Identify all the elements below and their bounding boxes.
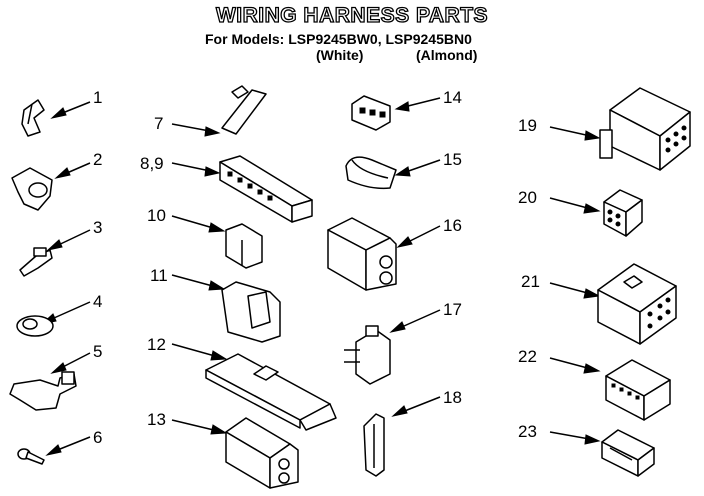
callout-13: 13: [147, 410, 166, 429]
part-8-9-block: [219, 155, 313, 223]
callout-8-9: 8,9: [140, 154, 164, 173]
part-16-connector: [327, 217, 397, 291]
callout-14: 14: [443, 88, 462, 107]
part-4-ring: [16, 315, 54, 337]
callout-20: 20: [518, 188, 537, 207]
callout-5: 5: [93, 342, 103, 361]
part-23-plug: [601, 429, 655, 477]
part-18-clip: [363, 413, 385, 477]
callout-10: 10: [147, 206, 166, 225]
callout-11: 11: [150, 266, 168, 285]
callout-23: 23: [518, 422, 537, 441]
callout-17: 17: [443, 300, 462, 319]
color-almond-label: (Almond): [416, 47, 478, 63]
callout-18: 18: [443, 388, 462, 407]
callout-4: 4: [93, 292, 103, 311]
part-7-housing: [221, 85, 267, 135]
callout-3: 3: [93, 218, 103, 237]
callout-15: 15: [443, 150, 462, 169]
part-6-screw: [17, 448, 45, 465]
page-title: WIRING HARNESS PARTS: [215, 3, 489, 27]
callout-21: 21: [521, 272, 540, 291]
callout-19: 19: [518, 116, 537, 135]
callout-1: 1: [93, 88, 103, 107]
part-2-clamp: [11, 167, 53, 211]
part-15-sleeve: [345, 156, 397, 190]
part-20-cube: [603, 189, 643, 237]
part-17-switch: [344, 325, 391, 385]
part-14-connector: [351, 95, 391, 131]
callout-7: 7: [154, 114, 164, 133]
part-11-housing: [221, 281, 281, 343]
part-22-block: [605, 359, 671, 421]
callout-2: 2: [93, 150, 103, 169]
part-21-cube: [597, 263, 677, 345]
part-12-strip: [205, 353, 337, 431]
part-3-terminal: [19, 247, 53, 277]
leader-arrows: [40, 97, 601, 456]
callout-16: 16: [443, 216, 462, 235]
color-white-label: (White): [316, 47, 364, 63]
models-line: For Models: LSP9245BW0, LSP9245BN0: [205, 31, 472, 47]
part-5-cable-clamp: [9, 371, 77, 411]
callout-12: 12: [147, 335, 166, 354]
callout-6: 6: [93, 428, 103, 447]
part-19-block: [599, 87, 691, 171]
part-13-connector: [225, 417, 299, 489]
part-1-clip: [21, 99, 45, 137]
callout-22: 22: [518, 347, 537, 366]
part-10-plug: [225, 223, 263, 269]
